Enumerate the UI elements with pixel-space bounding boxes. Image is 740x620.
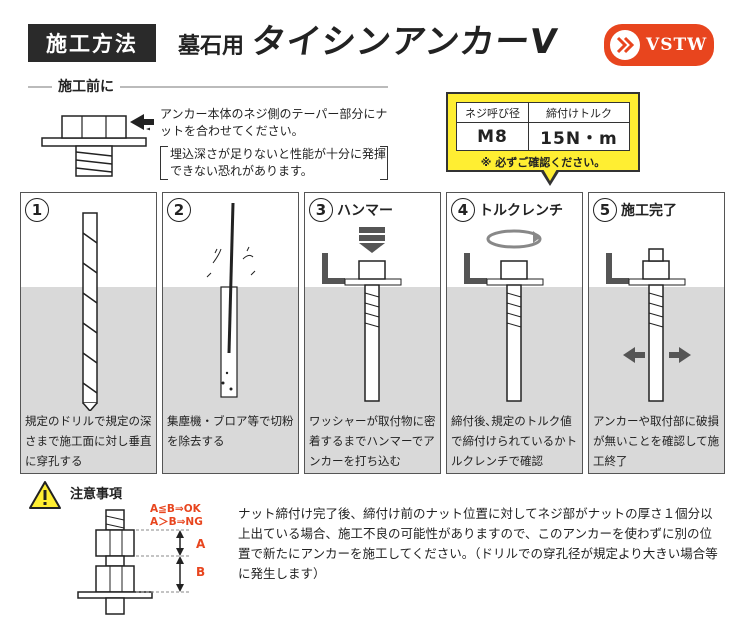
step-number: 5 [593,198,617,222]
nut-measure-diagram [77,509,190,615]
hammer-anchor-icon [322,227,402,402]
torque-table: ネジ呼び径 締付けトルク M8 15N・m [456,102,631,151]
bracket-left [160,146,168,180]
completed-anchor-icon [606,248,691,402]
step-caption: 規定のドリルで規定の深さまで施工面に対し垂直に穿孔する [25,414,152,468]
torque-value-torque: 15N・m [527,122,631,151]
logo-mark-icon [610,30,640,60]
drill-bit-icon [82,212,98,411]
torque-wrench-anchor-icon [464,229,544,402]
product-title: タイシンアンカーV [248,22,561,62]
caution-title: 注意事項 [70,487,123,502]
step-panel-1: 1 規定のドリルで規定の深さまで施工面に対し垂直に穿孔する [20,192,157,474]
step-number: 1 [25,198,49,222]
before-section-frame [28,86,388,190]
step-panel-4: 4 トルクレンチ 締付後､規定のトルク値で締付けられているかトルクレンチで確認 [446,192,583,474]
step-number: 2 [167,198,191,222]
bracket-right [380,146,388,180]
caution-text: ナット締付け完了後、締付け前のナット位置に対してネジ部がナットの厚さ１個分以上出… [238,506,718,581]
method-badge: 施工方法 [28,24,156,62]
step-number: 3 [309,198,333,222]
callout-tail-fill [543,169,557,181]
step-title: 施工完了 [621,203,677,219]
label-a: A [196,537,206,551]
torque-header-size: ネジ呼び径 [456,102,529,123]
step-caption: 集塵機・ブロア等で切粉を除去する [167,414,294,448]
step-title: トルクレンチ [479,203,563,219]
nut-washer-icon [41,115,150,177]
label-b: B [196,565,206,579]
torque-note: ※ 必ずご確認ください。 [480,156,606,169]
step-caption: 締付後､規定のトルク値で締付けられているかトルクレンチで確認 [451,414,578,468]
before-instruction: アンカー本体のネジ側のテーパー部分にナットを合わせてください。 [160,107,388,138]
rule-ng: A＞B⇒NG [150,516,203,528]
product-subtitle: 墓石用 [178,34,245,59]
before-warning: 埋込深さが足りないと性能が十分に発揮できない恐れがあります。 [170,147,387,178]
brand-logo: VSTW [604,24,714,66]
step-caption: アンカーや取付部に破損が無いことを確認して施工終了 [593,414,720,468]
logo-text: VSTW [646,35,708,55]
before-label: 施工前に [52,76,120,96]
arrow-left-icon [130,114,154,130]
step-panel-5: 5 施工完了 アンカーや取付部に破損が無いことを確認して施工終了 [588,192,725,474]
ab-rule: A≦B⇒OK A＞B⇒NG [150,503,203,529]
torque-value-size: M8 [456,122,529,151]
step-panel-3: 3 ハンマー ワッシャーが取付物に密着するまでハンマーでアンカーを打ち込む [304,192,441,474]
step-panel-2: 2 集塵機・ブロア等で切粉を除去する [162,192,299,474]
torque-header-torque: 締付けトルク [527,102,631,123]
rule-ok: A≦B⇒OK [150,503,201,515]
torque-info-box: ネジ呼び径 締付けトルク M8 15N・m ※ 必ずご確認ください。 [446,92,640,172]
warning-icon [29,481,61,509]
blower-nozzle-icon [206,202,256,398]
step-caption: ワッシャーが取付物に密着するまでハンマーでアンカーを打ち込む [309,414,436,468]
step-title: ハンマー [337,203,393,219]
step-number: 4 [451,198,475,222]
